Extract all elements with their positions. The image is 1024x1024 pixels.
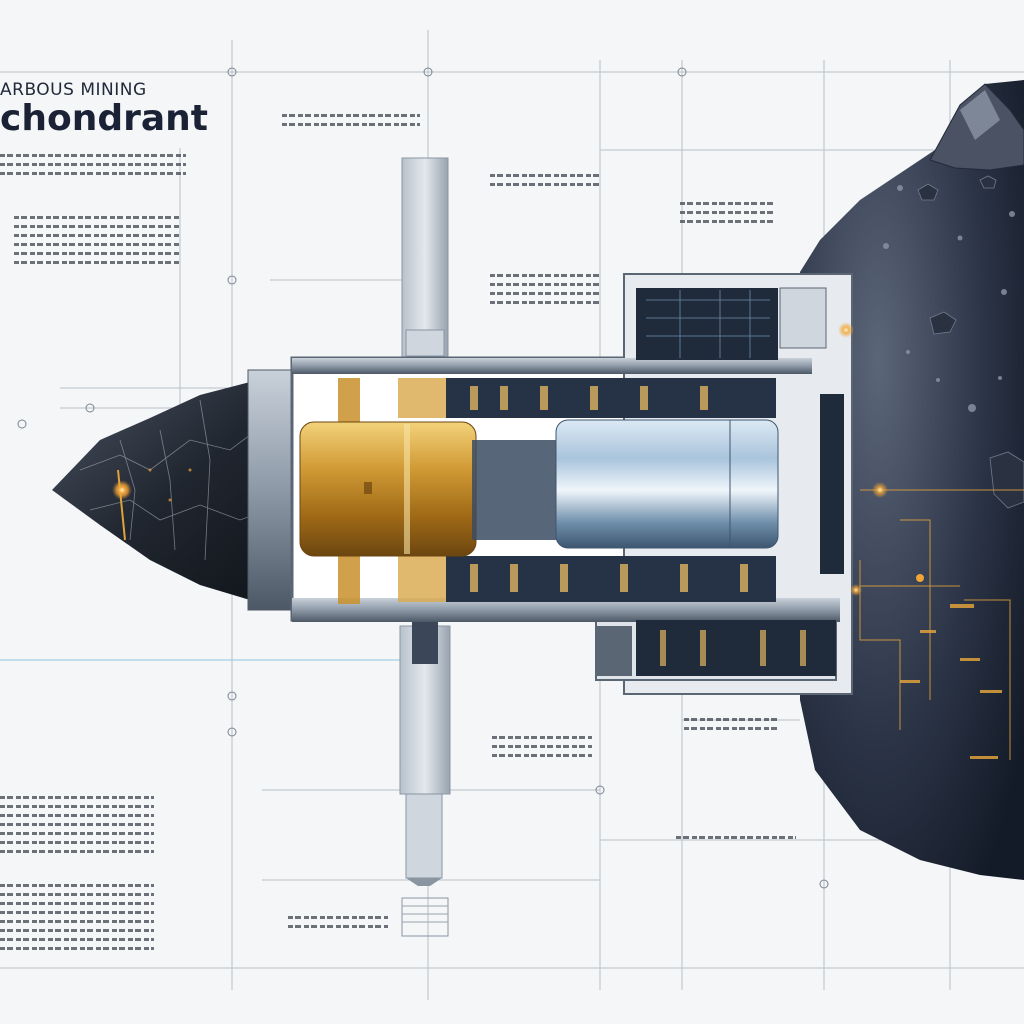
annotation-block-lower-center — [492, 730, 592, 763]
heading-title: chondrant — [0, 98, 208, 139]
annotation-block-top-right-1 — [490, 168, 600, 192]
asteroid-illustration — [800, 80, 1024, 880]
annotation-block-right-1 — [680, 196, 776, 229]
drill-rock-illustration — [52, 369, 300, 611]
annotation-block-bottom-center — [288, 910, 388, 934]
annotation-block-bottom-left-2 — [0, 878, 154, 956]
annotation-block-top-left — [0, 148, 186, 181]
annotation-block-bottom-left-1 — [0, 790, 154, 859]
annotation-block-lower-right — [684, 712, 780, 736]
annotation-block-mid-1 — [490, 268, 600, 310]
annotation-block-top-center — [282, 108, 420, 132]
annotation-block-bottom-right — [676, 830, 796, 845]
annotation-block-spec-list — [14, 210, 180, 270]
mining-ship-illustration — [114, 273, 888, 695]
heading-subtitle: ARBOUS MINING — [0, 80, 147, 100]
mast-pillar — [399, 157, 451, 937]
